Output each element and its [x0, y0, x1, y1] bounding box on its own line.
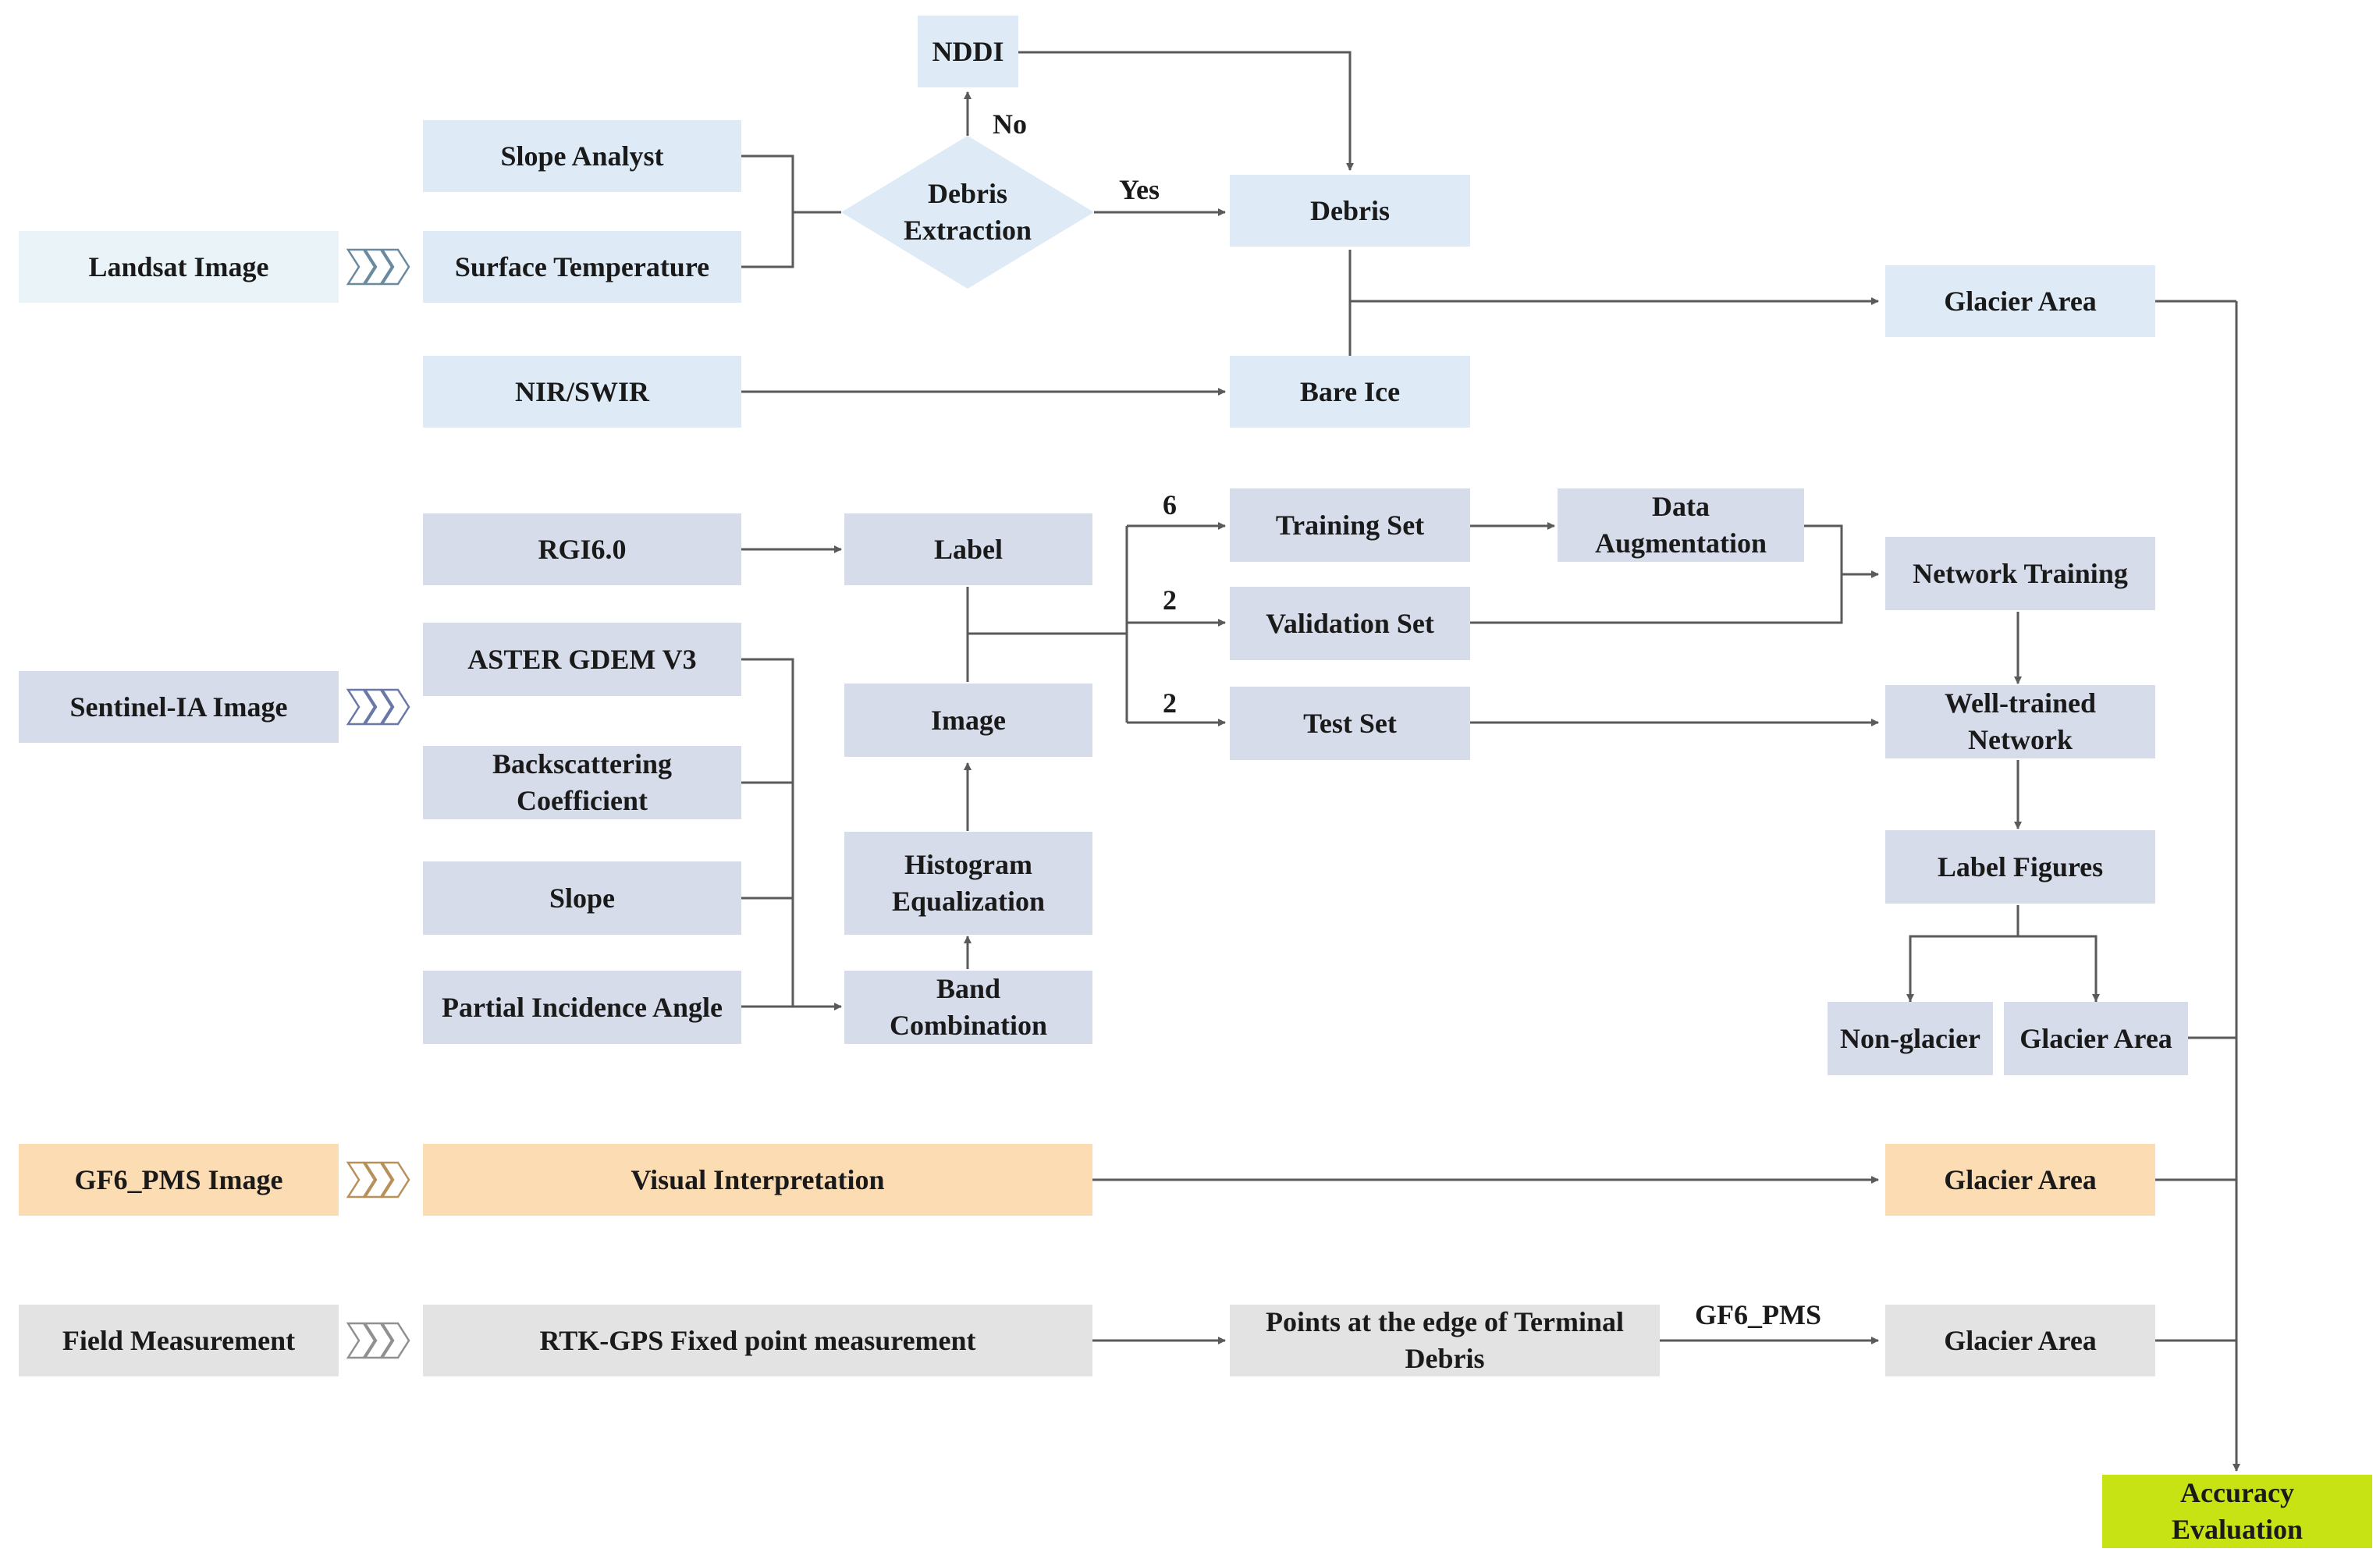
nir-swir-box: NIR/SWIR: [423, 356, 741, 428]
nddi-label: NDDI: [932, 35, 1004, 67]
edge-points-box: Points at the edge of Terminal Debris: [1230, 1305, 1660, 1376]
histogram-line-1: Histogram: [904, 849, 1032, 880]
band-combination-box: Band Combination: [844, 971, 1092, 1044]
debris-extraction-line-2: Extraction: [904, 215, 1032, 246]
gf6-image-box: GF6_PMS Image: [19, 1144, 339, 1216]
glacier-area-sentinel-box: Glacier Area: [2004, 1002, 2188, 1075]
gf6-image-label: GF6_PMS Image: [74, 1163, 283, 1195]
visual-interpretation-box: Visual Interpretation: [423, 1144, 1092, 1216]
ratio-test-label: 2: [1163, 687, 1177, 719]
debris-extraction-line-1: Debris: [928, 178, 1007, 209]
histogram-line-2: Equalization: [891, 886, 1046, 917]
chevrons-field: [346, 1322, 410, 1359]
band-combination-line-1: Band: [936, 973, 1001, 1004]
image-box: Image: [844, 684, 1092, 757]
accuracy-evaluation-line-2: Evaluation: [2171, 1514, 2304, 1545]
backscattering-line-2: Coefficient: [517, 785, 648, 816]
backscattering-box: Backscattering Coefficient: [423, 746, 741, 819]
debris-extraction-text: Debris Extraction: [866, 173, 1069, 251]
data-augmentation-box: Data Augmentation: [1558, 488, 1804, 562]
test-set-label: Test Set: [1303, 707, 1397, 739]
label-figures-box: Label Figures: [1885, 830, 2155, 904]
glacier-area-landsat-label: Glacier Area: [1944, 285, 2097, 317]
gf6-pms-label: GF6_PMS: [1695, 1299, 1821, 1330]
training-set-box: Training Set: [1230, 488, 1470, 562]
landsat-image-label: Landsat Image: [88, 250, 269, 282]
label-figures-label: Label Figures: [1937, 851, 2104, 882]
validation-set-box: Validation Set: [1230, 587, 1470, 660]
image-label: Image: [931, 704, 1006, 736]
sentinel-image-label: Sentinel-IA Image: [69, 691, 288, 723]
test-set-box: Test Set: [1230, 687, 1470, 760]
label-label: Label: [933, 533, 1003, 565]
edge-points-line-1: Points at the edge of Terminal: [1266, 1306, 1624, 1337]
edge-points-line-2: Debris: [1405, 1343, 1485, 1374]
rtk-gps-label: RTK-GPS Fixed point measurement: [539, 1324, 976, 1356]
chevrons-sentinel: [346, 688, 410, 726]
debris-extraction-diamond: [841, 136, 1094, 289]
well-trained-network-box: Well-trained Network: [1885, 685, 2155, 758]
partial-incidence-label: Partial Incidence Angle: [442, 991, 723, 1023]
backscattering-line-1: Backscattering: [492, 748, 672, 780]
aster-gdem-box: ASTER GDEM V3: [423, 623, 741, 696]
histogram-box: Histogram Equalization: [844, 832, 1092, 935]
glacier-area-landsat-box: Glacier Area: [1885, 265, 2155, 337]
debris-box: Debris: [1230, 175, 1470, 247]
field-measurement-label: Field Measurement: [62, 1324, 296, 1356]
aster-gdem-label: ASTER GDEM V3: [467, 643, 697, 675]
band-combination-line-2: Combination: [889, 1010, 1048, 1041]
network-training-box: Network Training: [1885, 537, 2155, 610]
bare-ice-label: Bare Ice: [1299, 375, 1401, 407]
glacier-area-gf6-box: Glacier Area: [1885, 1144, 2155, 1216]
sentinel-image-box: Sentinel-IA Image: [19, 671, 339, 743]
field-measurement-box: Field Measurement: [19, 1305, 339, 1376]
chevrons-gf6: [346, 1161, 410, 1199]
no-label: No: [993, 108, 1027, 140]
data-augmentation-line-2: Augmentation: [1594, 527, 1767, 559]
ratio-training-label: 6: [1163, 489, 1177, 520]
debris-label: Debris: [1310, 194, 1390, 226]
chevrons-landsat: [346, 248, 410, 286]
label-box: Label: [844, 513, 1092, 585]
well-trained-line-2: Network: [1968, 724, 2073, 755]
surface-temperature-box: Surface Temperature: [423, 231, 741, 303]
glacier-area-sentinel-label: Glacier Area: [2019, 1022, 2172, 1054]
nir-swir-label: NIR/SWIR: [514, 375, 650, 407]
glacier-area-field-label: Glacier Area: [1944, 1324, 2097, 1356]
training-set-label: Training Set: [1275, 509, 1425, 541]
glacier-area-field-box: Glacier Area: [1885, 1305, 2155, 1376]
surface-temperature-label: Surface Temperature: [454, 250, 710, 282]
slope-label: Slope: [549, 882, 616, 914]
data-augmentation-line-1: Data: [1652, 491, 1710, 522]
accuracy-evaluation-box: Accuracy Evaluation: [2102, 1475, 2372, 1548]
yes-label: Yes: [1119, 174, 1160, 205]
rtk-gps-box: RTK-GPS Fixed point measurement: [423, 1305, 1092, 1376]
nddi-box: NDDI: [918, 16, 1018, 87]
slope-analyst-label: Slope Analyst: [500, 140, 664, 172]
ratio-validation-label: 2: [1163, 584, 1177, 616]
non-glacier-box: Non-glacier: [1828, 1002, 1993, 1075]
slope-box: Slope: [423, 861, 741, 935]
validation-set-label: Validation Set: [1266, 607, 1434, 639]
non-glacier-label: Non-glacier: [1840, 1022, 1980, 1054]
accuracy-evaluation-line-1: Accuracy: [2180, 1477, 2294, 1508]
network-training-label: Network Training: [1913, 557, 2128, 589]
well-trained-line-1: Well-trained: [1945, 687, 2096, 719]
rgi-label: RGI6.0: [538, 533, 627, 565]
landsat-image-box: Landsat Image: [19, 231, 339, 303]
rgi-box: RGI6.0: [423, 513, 741, 585]
bare-ice-box: Bare Ice: [1230, 356, 1470, 428]
partial-incidence-box: Partial Incidence Angle: [423, 971, 741, 1044]
slope-analyst-box: Slope Analyst: [423, 120, 741, 192]
glacier-area-gf6-label: Glacier Area: [1944, 1163, 2097, 1195]
visual-interpretation-label: Visual Interpretation: [631, 1163, 885, 1195]
